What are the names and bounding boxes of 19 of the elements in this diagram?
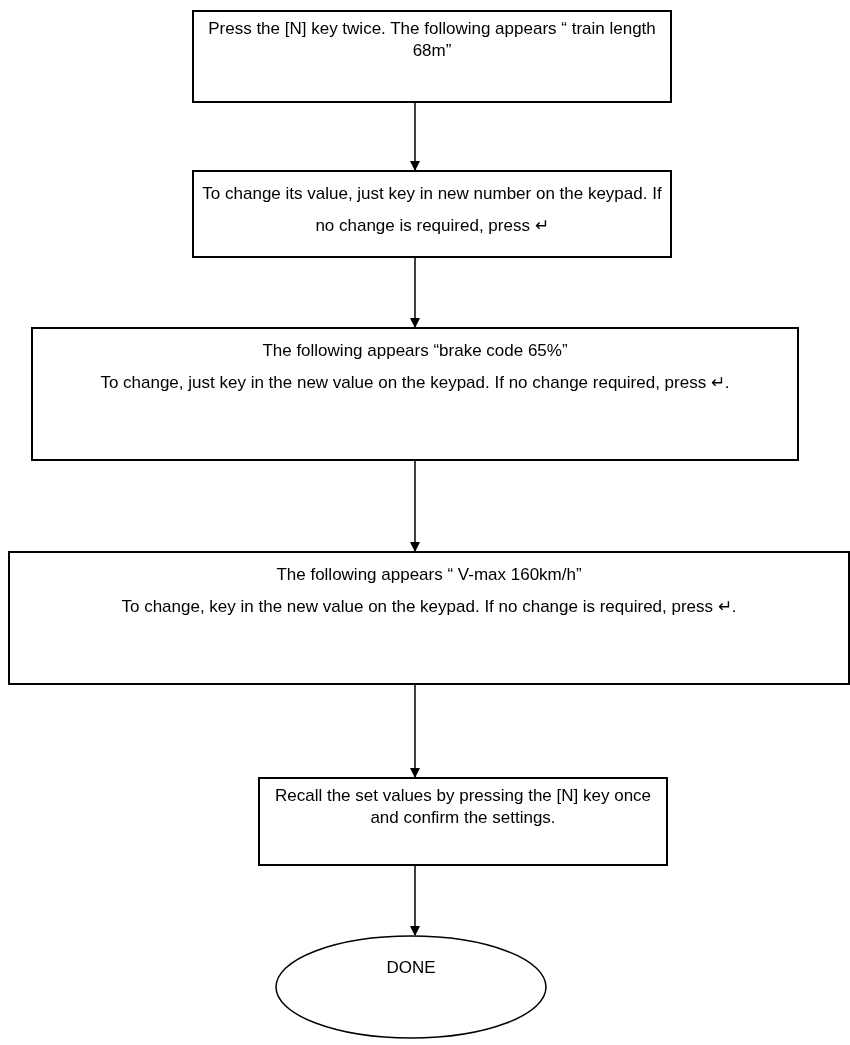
process-box bbox=[192, 170, 672, 258]
step-text: To change, key in the new value on the keypad. If no change is required, press ↵. bbox=[121, 596, 737, 619]
arrow bbox=[410, 865, 420, 936]
process-box bbox=[31, 327, 799, 461]
process-box bbox=[258, 777, 668, 866]
step-text: The following appears “brake code 65%” bbox=[262, 340, 568, 362]
arrow bbox=[410, 102, 420, 171]
step-text: To change its value, just key in new number on the keypad. If no change is required, press ↵ bbox=[202, 183, 662, 238]
step-text: Recall the set values by pressing the [N] key once and confirm the settings. bbox=[273, 785, 653, 830]
step-text: DONE bbox=[386, 957, 436, 979]
step-text: The following appears “ V-max 160km/h” bbox=[276, 564, 582, 586]
process-box bbox=[8, 551, 850, 685]
arrow bbox=[410, 460, 420, 552]
step-text: To change, just key in the new value on the keypad. If no change required, press ↵. bbox=[100, 372, 730, 395]
terminal-ellipse bbox=[275, 935, 547, 1039]
arrow bbox=[410, 257, 420, 328]
process-box bbox=[192, 10, 672, 103]
arrow bbox=[410, 684, 420, 778]
step-text: Press the [N] key twice. The following appears “ train length 68m” bbox=[207, 18, 657, 63]
